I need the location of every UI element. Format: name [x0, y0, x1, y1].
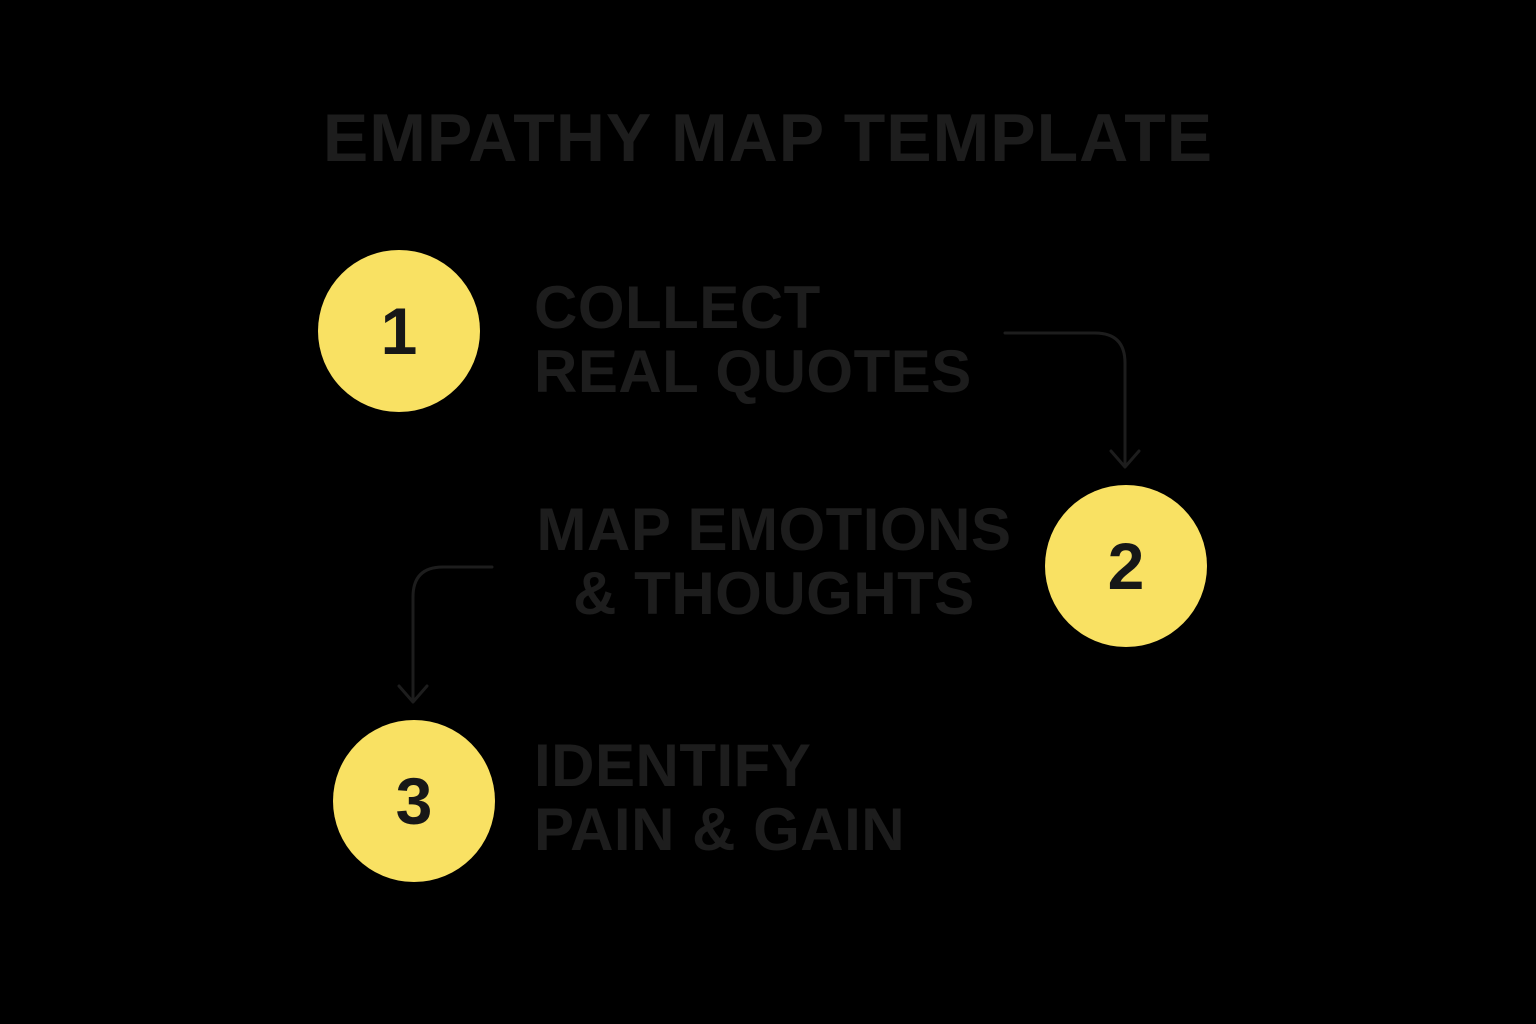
- arrow-step1-to-step2: [1003, 331, 1141, 469]
- step-1-label-line-1: COLLECT: [534, 274, 821, 341]
- diagram-title: EMPATHY MAP TEMPLATE: [322, 100, 1214, 176]
- step-1-label-line-2: REAL QUOTES: [534, 338, 972, 405]
- step-3-number-circle: 3: [333, 720, 495, 882]
- step-2-number-circle: 2: [1045, 485, 1207, 647]
- step-1-number-circle: 1: [318, 250, 480, 412]
- step-3-label-line-2: PAIN & GAIN: [534, 796, 906, 863]
- arrow-step2-to-step3: [397, 565, 494, 704]
- step-2-label: MAP EMOTIONS & THOUGHTS: [534, 498, 1014, 626]
- step-3-number: 3: [395, 764, 433, 838]
- step-1-number: 1: [380, 294, 418, 368]
- step-2-label-line-1: MAP EMOTIONS: [536, 496, 1012, 563]
- step-1-label: COLLECT REAL QUOTES: [534, 276, 972, 404]
- step-2-number: 2: [1107, 529, 1145, 603]
- step-3-label-line-1: IDENTIFY: [534, 732, 812, 799]
- step-3-label: IDENTIFY PAIN & GAIN: [534, 734, 905, 862]
- step-2-label-line-2: & THOUGHTS: [573, 560, 975, 627]
